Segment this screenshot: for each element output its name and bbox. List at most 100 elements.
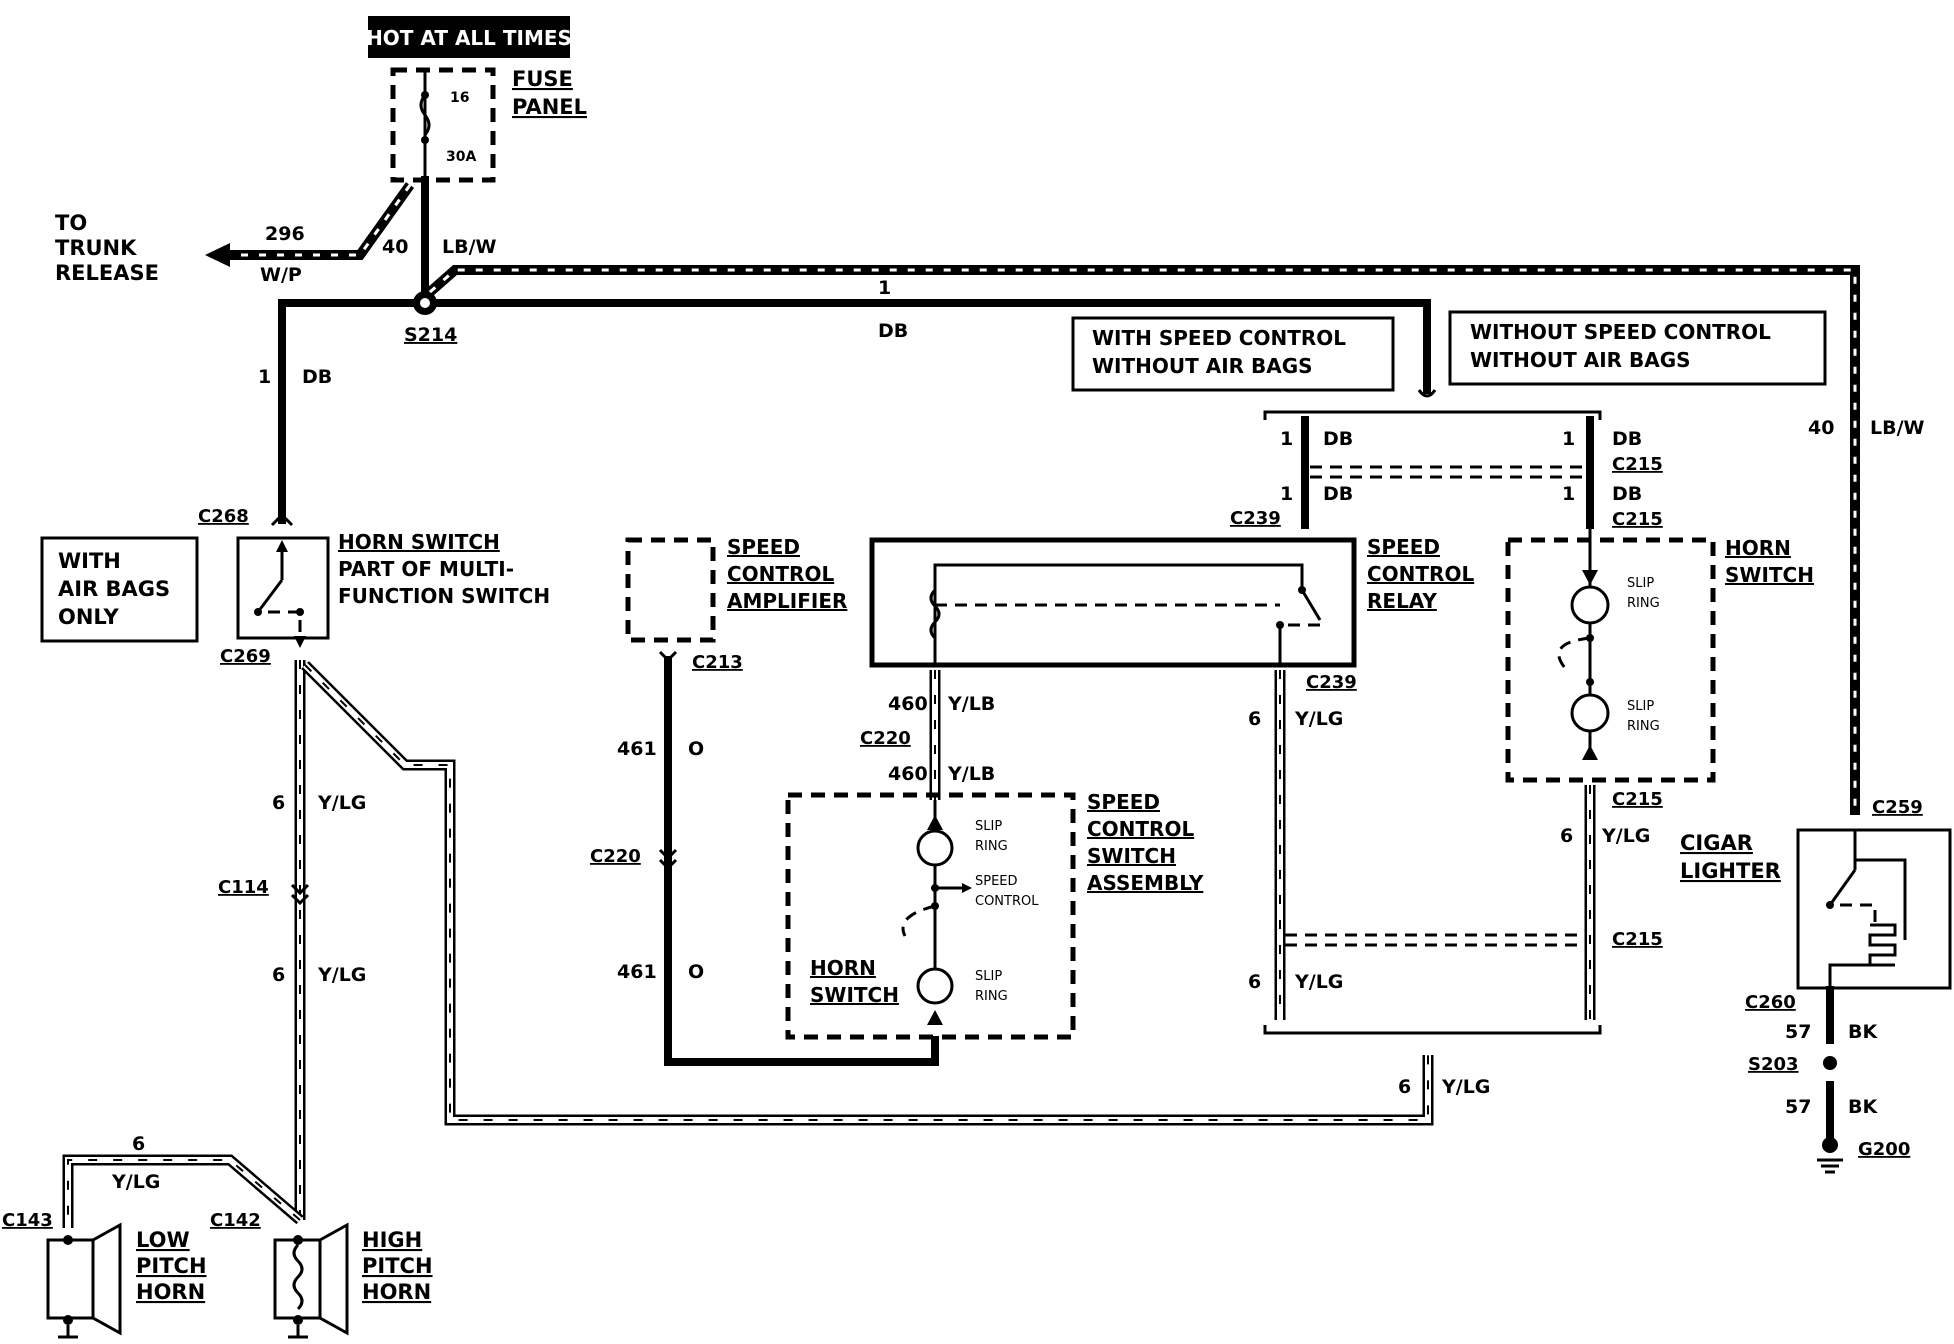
ylg-relay-color-2: Y/LG (1294, 971, 1343, 993)
fuse-rating: 30A (446, 149, 476, 165)
slip-ring-bottom-icon (916, 967, 954, 1005)
conn-c220-ylb: C220 (860, 728, 911, 749)
db-horn-circuit-1: 1 (1562, 428, 1575, 450)
amplifier-box (625, 537, 716, 643)
relay-box (869, 537, 1357, 668)
without-speed-note-1: WITHOUT SPEED CONTROL (1470, 320, 1771, 344)
conn-c142: C142 (210, 1210, 261, 1231)
db-left-color: DB (302, 366, 332, 388)
db-wire-right (433, 299, 1431, 394)
conn-c220-amp: C220 (590, 846, 641, 867)
amplifier-wire (664, 656, 939, 1066)
lbw-wire-cigar (426, 265, 1860, 815)
with-speed-note-1: WITH SPEED CONTROL (1092, 326, 1346, 350)
conn-c213: C213 (692, 652, 743, 673)
high-horn-label-3: HORN (362, 1280, 431, 1304)
db-horn-color-1: DB (1612, 428, 1642, 450)
db-relay-circuit-1: 1 (1280, 428, 1293, 450)
ylb-circuit-1: 460 (888, 693, 928, 715)
high-horn-label-1: HIGH (362, 1228, 422, 1252)
slip-ring-label-2a: SLIP (975, 969, 1002, 984)
switch-assembly-box (785, 792, 1076, 1040)
ylg-wire-horns (62, 1154, 304, 1228)
ylg-relay-color: Y/LG (1294, 708, 1343, 730)
cigar-lighter-box (1796, 828, 1952, 990)
gnd-circuit-2: 57 (1785, 1096, 1811, 1118)
db-right-circuit: 1 (878, 277, 891, 299)
high-horn-label-2: PITCH (362, 1254, 433, 1278)
trunk-release-wire (215, 182, 415, 260)
switch-assembly-label-2: CONTROL (1087, 817, 1194, 841)
amplifier-label-3: AMPLIFIER (727, 589, 847, 613)
trunk-label-2: TRUNK (55, 236, 137, 260)
with-speed-note-box (1071, 316, 1395, 392)
lbw-color: LB/W (1870, 417, 1925, 439)
slip-ring-label-1b: RING (975, 839, 1008, 854)
horn-switch-right-label-2: SWITCH (1725, 563, 1814, 587)
conn-c215-d: C215 (1612, 929, 1663, 950)
ylb-color-2: Y/LB (947, 763, 995, 785)
relay-label-2: CONTROL (1367, 562, 1474, 586)
ylg-bottom-circuit: 6 (1398, 1076, 1411, 1098)
low-horn-label-3: HORN (136, 1280, 205, 1304)
horn-switch-right-label-1: HORN (1725, 536, 1791, 560)
switch-contact-icon (256, 579, 284, 613)
conn-c143: C143 (2, 1210, 53, 1231)
feed-color: LB/W (442, 236, 497, 258)
db-horn-circuit-2: 1 (1562, 483, 1575, 505)
ylb-color-1: Y/LB (947, 693, 995, 715)
slip-ring-right-bottom-icon (1570, 693, 1610, 733)
db-relay-circuit-2: 1 (1280, 483, 1293, 505)
ground-g200-label: G200 (1858, 1139, 1910, 1160)
horn-wire-color: Y/LG (111, 1171, 160, 1193)
relay-label-3: RELAY (1367, 589, 1437, 613)
without-speed-note-box (1448, 310, 1827, 386)
power-label: HOT AT ALL TIMES (366, 26, 572, 50)
conn-c269: C269 (220, 646, 271, 667)
gnd-circuit-1: 57 (1785, 1021, 1811, 1043)
amplifier-label-1: SPEED (727, 535, 800, 559)
horn-switch-mfs-box (236, 536, 330, 640)
trunk-circuit: 296 (265, 223, 305, 245)
airbags-note-1: WITH (58, 549, 121, 573)
power-banner (368, 16, 570, 58)
splice-s203 (1823, 1056, 1837, 1070)
ylb-circuit-2: 460 (888, 763, 928, 785)
feed-circuit: 40 (382, 236, 408, 258)
cigar-switch-icon (1828, 869, 1857, 906)
ylg-relay-circuit: 6 (1248, 708, 1261, 730)
horn-switch-mfs-label-2: PART OF MULTI- (338, 557, 514, 581)
db-horn-color-2: DB (1612, 483, 1642, 505)
splice-s214-label: S214 (404, 324, 457, 346)
slip-ring-top-icon (916, 829, 954, 867)
without-speed-note-2: WITHOUT AIR BAGS (1470, 348, 1691, 372)
fuse-panel-label-1: FUSE (512, 67, 573, 91)
slip-ring-right-top-icon (1570, 585, 1610, 625)
slip-right-2b: RING (1627, 719, 1660, 734)
cigar-label-2: LIGHTER (1680, 859, 1781, 883)
ylg-circuit-2: 6 (272, 964, 285, 986)
fuse-panel-box (390, 67, 496, 183)
with-speed-note-2: WITHOUT AIR BAGS (1092, 354, 1313, 378)
relay-coil-icon (929, 588, 941, 640)
horn-wire-circuit: 6 (132, 1133, 145, 1155)
db-left-circuit: 1 (258, 366, 271, 388)
conn-c239-bottom: C239 (1306, 672, 1357, 693)
cigar-label-1: CIGAR (1680, 831, 1753, 855)
gnd-color-1: BK (1848, 1021, 1878, 1043)
ground-symbol-icon (1817, 1158, 1843, 1174)
fuse-icon (419, 94, 431, 136)
ylg-relay-circuit-2: 6 (1248, 971, 1261, 993)
horn-switch-right-box (1505, 537, 1716, 783)
db-wire-left (278, 299, 417, 524)
splice-s203-label: S203 (1748, 1054, 1799, 1075)
conn-c239-top: C239 (1230, 508, 1281, 529)
slip-ring-label-2b: RING (975, 989, 1008, 1004)
relay-label-1: SPEED (1367, 535, 1440, 559)
horn-switch-sca-label-1: HORN (810, 956, 876, 980)
speed-control-label-1: SPEED (975, 874, 1018, 889)
ylg-color-2: Y/LG (317, 964, 366, 986)
db-relay-color-2: DB (1323, 483, 1353, 505)
horn-switch-mfs-label-1: HORN SWITCH (338, 530, 500, 554)
